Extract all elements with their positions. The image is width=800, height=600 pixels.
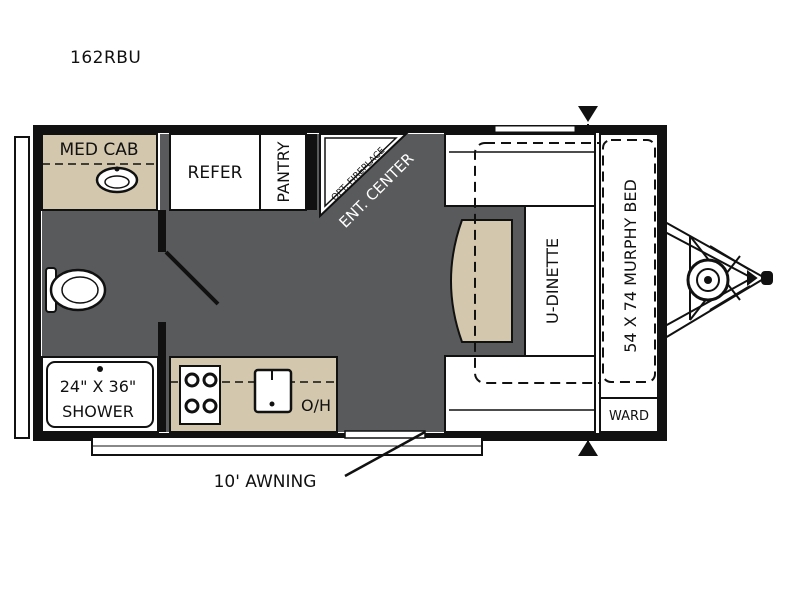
murphy-bed-outline <box>474 142 656 384</box>
bath-door <box>164 250 220 306</box>
dinette-bench-front <box>524 205 596 357</box>
oh-label: O/H <box>301 396 331 415</box>
dinette-table <box>450 219 513 343</box>
awning-label: 10' AWNING <box>214 472 317 492</box>
ward-label: WARD <box>609 409 649 424</box>
toilet-icon <box>45 267 107 313</box>
stove-icon <box>179 365 221 425</box>
bath-counter <box>41 133 158 211</box>
dinette-bench-top <box>444 133 596 207</box>
med-cab-label: MED CAB <box>59 140 138 160</box>
u-dinette-label: U-DINETTE <box>543 238 562 324</box>
pantry-label: PANTRY <box>274 141 293 202</box>
entry-door <box>344 430 426 439</box>
refer-label: REFER <box>188 163 243 183</box>
shower-label: SHOWER <box>62 402 134 421</box>
kitchen-divider <box>306 134 317 210</box>
spare-tire-icon <box>686 258 730 302</box>
window <box>494 125 576 133</box>
wardrobe <box>599 397 659 433</box>
slide-marker-icon <box>578 440 598 456</box>
model-title: 162RBU <box>70 48 142 68</box>
shower-drain-icon <box>97 366 103 372</box>
slide-marker-icon <box>578 106 598 122</box>
kitchen-sink-icon <box>253 368 293 414</box>
refrigerator <box>169 133 261 211</box>
pantry <box>259 133 307 211</box>
murphy-bed-cabinet <box>599 133 659 399</box>
bath-wall-upper <box>158 210 166 252</box>
bath-wall-lower <box>158 322 166 432</box>
dinette-bench-bottom <box>444 355 596 433</box>
entry-door-swing <box>344 430 426 478</box>
shower-size-label: 24" X 36" <box>60 377 137 396</box>
rear-bumper <box>14 136 30 439</box>
sink-icon <box>95 166 139 194</box>
murphy-bed-label: 54 X 74 MURPHY BED <box>621 179 640 353</box>
